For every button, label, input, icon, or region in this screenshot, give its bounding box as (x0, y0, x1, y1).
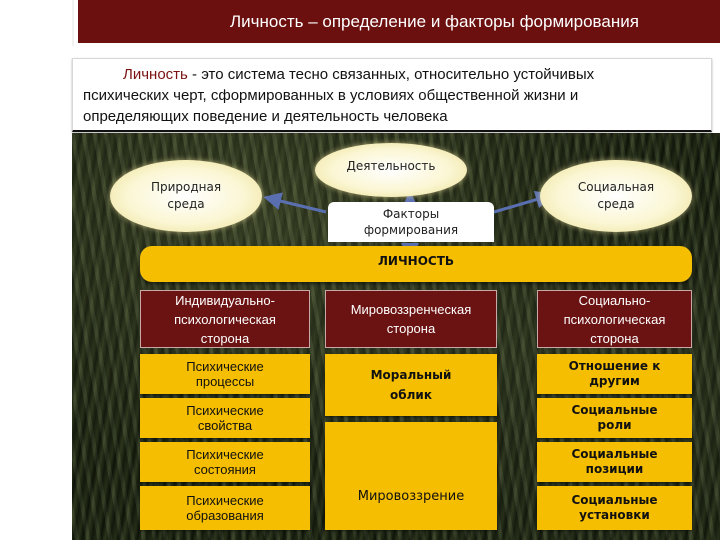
ellipse-social-label: Социальная среда (577, 180, 655, 211)
ellipse-activity: Деятельность (315, 143, 467, 197)
list-item: Психические свойства (140, 398, 310, 438)
list-item: Отношение к другим (537, 354, 692, 394)
list-item: Психические состояния (140, 442, 310, 482)
definition-line-3: определяющих поведение и деятельность че… (83, 108, 448, 125)
factors-box: Факторы формирования (328, 202, 494, 242)
ellipse-activity-label: Деятельность (346, 159, 436, 173)
column-header-social: Социально-психологическая сторона (537, 290, 692, 348)
personality-bar: ЛИЧНОСТЬ (140, 246, 692, 282)
list-item: Социальные позиции (537, 442, 692, 482)
list-item: Социальные установки (537, 486, 692, 530)
slide-title-bar: Личность – определение и факторы формиро… (78, 0, 720, 46)
list-item: Моральный облик (325, 354, 497, 416)
list-item: Психические образования (140, 486, 310, 530)
ellipse-nature: Природная среда (110, 160, 262, 232)
ellipse-social: Социальная среда (540, 160, 692, 232)
list-item: Мировоззрение (325, 422, 497, 530)
ellipse-nature-label: Природная среда (150, 180, 222, 211)
personality-label: ЛИЧНОСТЬ (377, 254, 455, 268)
column-header-worldview: Мировоззренческая сторона (325, 290, 497, 348)
definition-box: Личность - это система тесно связанных, … (72, 58, 712, 132)
definition-line-1: Личность - это система тесно связанных, … (123, 66, 595, 83)
definition-term: Личность (123, 66, 188, 83)
corner-block (0, 0, 74, 46)
column-header-individual: Индивидуально-психологическая сторона (140, 290, 310, 348)
list-item: Социальные роли (537, 398, 692, 438)
list-item: Психические процессы (140, 354, 310, 394)
definition-line-2: психических черт, сформированных в услов… (83, 87, 579, 104)
slide-title: Личность – определение и факторы формиро… (230, 11, 639, 31)
factors-label: Факторы формирования (363, 207, 459, 237)
